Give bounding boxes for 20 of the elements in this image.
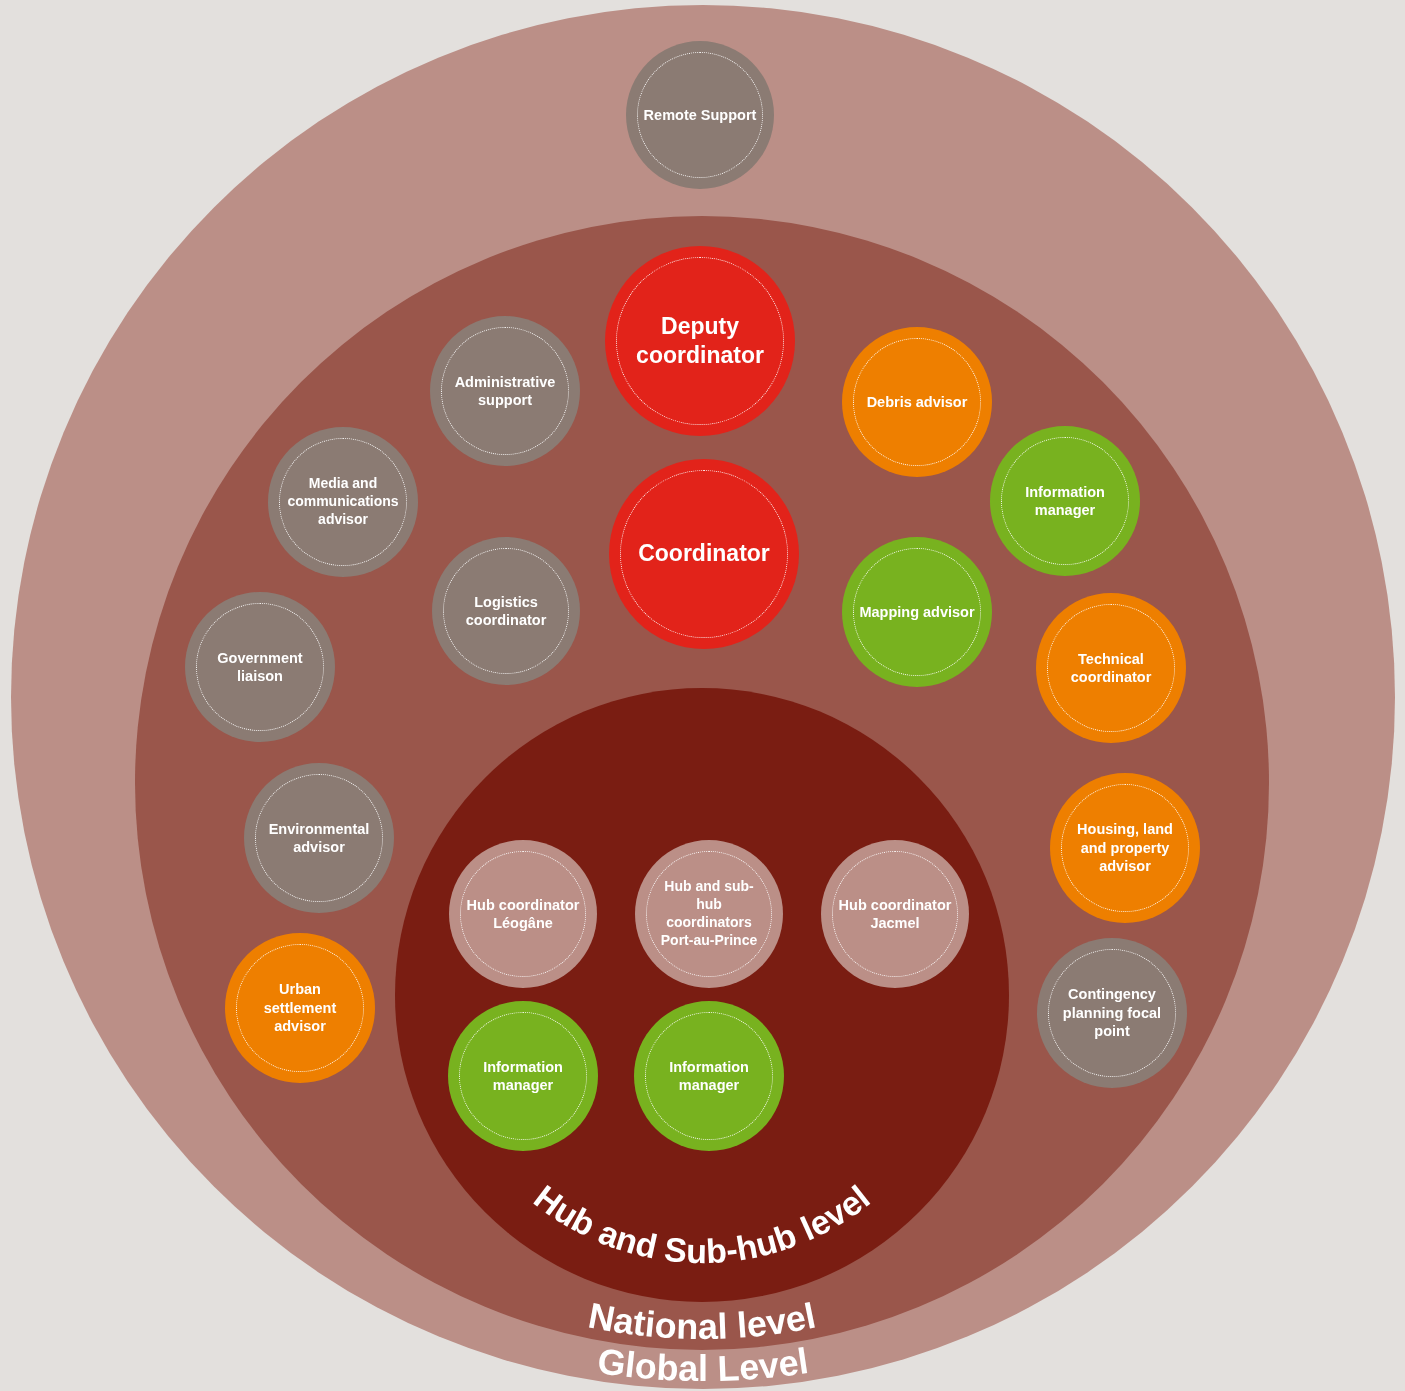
role-label: Hub and sub-hub coordinators Port-au-Prince [659,878,759,950]
role-label: Administrative support [453,372,557,410]
role-label: Information manager [668,1057,750,1095]
role-label: Contingency planning focal point [1061,985,1163,1041]
role-label: Housing, land and property advisor [1076,820,1174,876]
role-label: Government liaison [216,648,304,686]
role-label: Urban settlement advisor [262,980,338,1036]
role-label: Debris advisor [865,392,969,412]
role-label: Media and communications advisor [286,475,400,529]
role-label: Coordinator [637,539,771,569]
role-label: Logistics coordinator [464,592,548,630]
role-label: Environmental advisor [267,819,371,857]
role-label: Information manager [1024,482,1106,520]
role-label: Technical coordinator [1069,649,1153,687]
role-label: Hub coordinator Léogâne [466,895,580,933]
role-label: Deputy coordinator [635,311,765,370]
role-label: Information manager [482,1057,564,1095]
role-label: Hub coordinator Jacmel [838,895,952,933]
role-label: Remote Support [643,105,757,125]
role-label: Mapping advisor [859,602,975,622]
